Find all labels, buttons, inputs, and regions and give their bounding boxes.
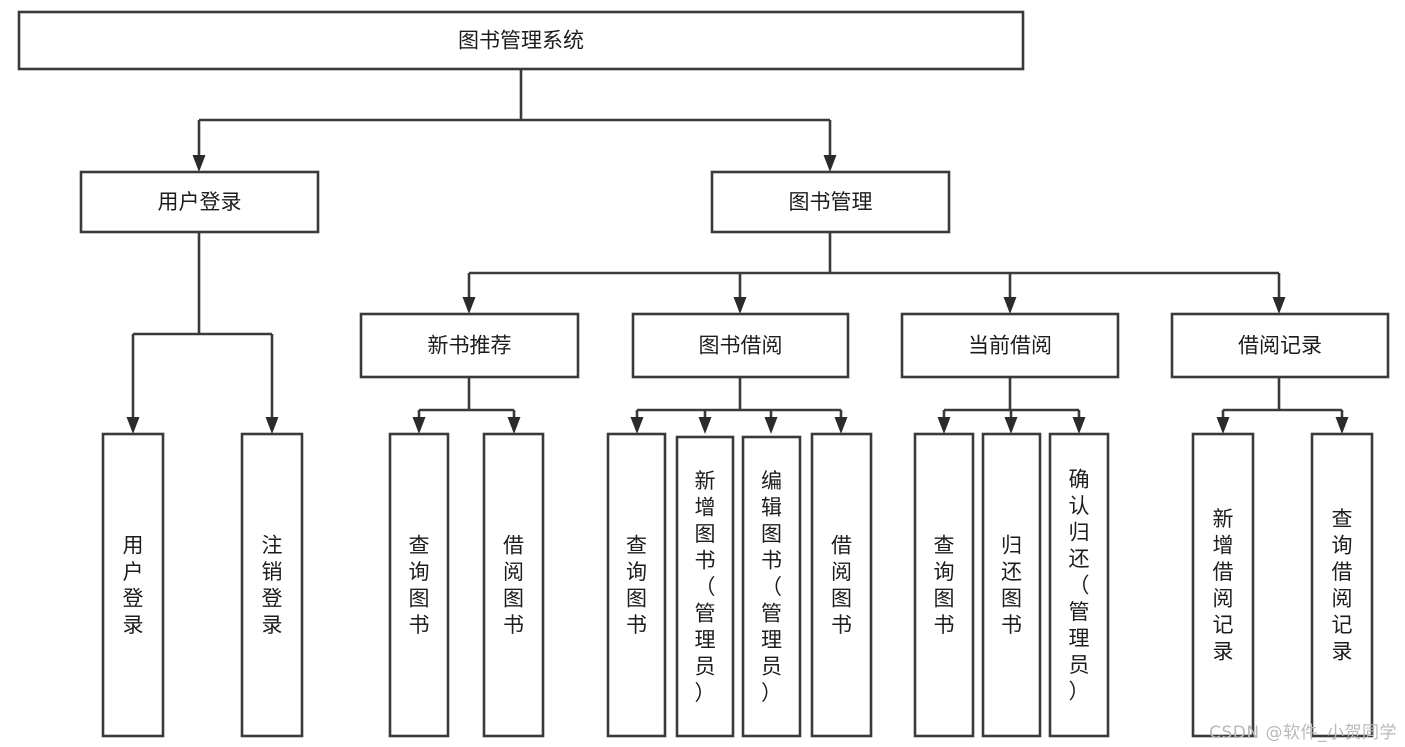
node-box-leaf-query-book-cur[interactable] xyxy=(913,432,975,738)
arrow-head-icon xyxy=(764,417,778,434)
node-box-leaf-borrow-book-rec[interactable] xyxy=(482,432,545,738)
node-box-leaf-return-book[interactable] xyxy=(981,432,1042,738)
arrow-head-icon xyxy=(630,417,644,434)
node-label-leaf-query-book-rec: 查询图书 xyxy=(409,534,430,638)
node-box-leaf-edit-book-admin[interactable] xyxy=(741,435,802,738)
node-label-book-manage: 图书管理 xyxy=(789,190,873,214)
node-leaf-return-book[interactable]: 归还图书 xyxy=(981,432,1042,738)
arrow-head-icon xyxy=(265,417,279,434)
node-label-leaf-query-book-bor: 查询图书 xyxy=(626,534,647,638)
node-box-leaf-add-borrow-record[interactable] xyxy=(1191,432,1255,738)
node-label-leaf-borrow-book-bor: 借阅图书 xyxy=(831,534,852,638)
node-leaf-borrow-book-bor[interactable]: 借阅图书 xyxy=(810,432,873,738)
node-box-leaf-query-book-rec[interactable] xyxy=(388,432,450,738)
arrow-head-icon xyxy=(1004,417,1018,434)
csdn-watermark: CSDN @软件_小贺同学 xyxy=(1209,723,1397,743)
node-box-leaf-query-book-bor[interactable] xyxy=(606,432,667,738)
arrow-head-icon xyxy=(192,155,206,172)
node-leaf-user-logout[interactable]: 注销登录 xyxy=(240,432,304,738)
node-box-current-borrow[interactable] xyxy=(900,312,1120,379)
node-leaf-query-book-cur[interactable]: 查询图书 xyxy=(913,432,975,738)
arrow-head-icon xyxy=(834,417,848,434)
node-label-current-borrow: 当前借阅 xyxy=(968,334,1052,358)
arrow-head-icon xyxy=(1335,417,1349,434)
node-leaf-query-book-bor[interactable]: 查询图书 xyxy=(606,432,667,738)
arrow-head-icon xyxy=(507,417,521,434)
node-leaf-query-book-rec[interactable]: 查询图书 xyxy=(388,432,450,738)
edge-root-to-level1 xyxy=(192,69,837,172)
node-box-new-book-recommend[interactable] xyxy=(359,312,580,379)
node-box-root[interactable] xyxy=(17,10,1025,71)
edge-userlogin-to-leaves xyxy=(126,232,279,434)
node-leaf-add-book-admin[interactable]: 新增图书（管理员） xyxy=(675,435,735,738)
edge-newbook-to-leaves xyxy=(412,377,521,434)
node-leaf-add-borrow-record[interactable]: 新增借阅记录 xyxy=(1191,432,1255,738)
node-box-leaf-add-book-admin[interactable] xyxy=(675,435,735,738)
connector-layer xyxy=(126,69,1349,434)
node-borrow-record[interactable]: 借阅记录 xyxy=(1170,312,1390,379)
arrow-head-icon xyxy=(937,417,951,434)
node-label-leaf-query-borrow-record: 查询借阅记录 xyxy=(1332,507,1353,664)
node-leaf-query-borrow-record[interactable]: 查询借阅记录 xyxy=(1310,432,1374,738)
node-user-login[interactable]: 用户登录 xyxy=(79,170,320,234)
node-box-leaf-borrow-book-bor[interactable] xyxy=(810,432,873,738)
node-layer: 图书管理系统用户登录图书管理新书推荐图书借阅当前借阅借阅记录用户登录注销登录查询… xyxy=(17,10,1390,738)
node-label-leaf-confirm-return-admin: 确认归还（管理员） xyxy=(1069,467,1090,703)
node-box-leaf-user-login[interactable] xyxy=(101,432,165,738)
arrow-head-icon xyxy=(733,297,747,314)
node-box-borrow-record[interactable] xyxy=(1170,312,1390,379)
edge-bookmanage-to-level2 xyxy=(462,232,1286,314)
arrow-head-icon xyxy=(1003,297,1017,314)
node-label-user-login: 用户登录 xyxy=(158,190,242,214)
node-label-leaf-add-book-admin: 新增图书（管理员） xyxy=(695,469,716,705)
node-label-leaf-return-book: 归还图书 xyxy=(1001,534,1022,638)
node-leaf-borrow-book-rec[interactable]: 借阅图书 xyxy=(482,432,545,738)
node-label-leaf-borrow-book-rec: 借阅图书 xyxy=(503,534,524,638)
node-label-book-borrow: 图书借阅 xyxy=(699,334,783,358)
node-box-leaf-query-borrow-record[interactable] xyxy=(1310,432,1374,738)
node-label-leaf-query-book-cur: 查询图书 xyxy=(934,534,955,638)
edge-currentborrow-to-leaves xyxy=(937,377,1086,434)
arrow-head-icon xyxy=(126,417,140,434)
node-leaf-edit-book-admin[interactable]: 编辑图书（管理员） xyxy=(741,435,802,738)
node-label-leaf-edit-book-admin: 编辑图书（管理员） xyxy=(761,469,782,705)
node-label-leaf-user-login: 用户登录 xyxy=(123,534,144,638)
edge-borrowrecord-to-leaves xyxy=(1216,377,1349,434)
node-current-borrow[interactable]: 当前借阅 xyxy=(900,312,1120,379)
node-box-leaf-user-logout[interactable] xyxy=(240,432,304,738)
arrow-head-icon xyxy=(462,297,476,314)
arrow-head-icon xyxy=(823,155,837,172)
node-label-leaf-user-logout: 注销登录 xyxy=(262,534,283,638)
node-box-leaf-confirm-return-admin[interactable] xyxy=(1048,432,1110,738)
arrow-head-icon xyxy=(1272,297,1286,314)
node-leaf-confirm-return-admin[interactable]: 确认归还（管理员） xyxy=(1048,432,1110,738)
node-box-book-borrow[interactable] xyxy=(631,312,850,379)
node-leaf-user-login[interactable]: 用户登录 xyxy=(101,432,165,738)
node-box-book-manage[interactable] xyxy=(710,170,951,234)
node-box-user-login[interactable] xyxy=(79,170,320,234)
node-new-book-recommend[interactable]: 新书推荐 xyxy=(359,312,580,379)
edge-bookborrow-to-leaves xyxy=(630,377,848,434)
node-root[interactable]: 图书管理系统 xyxy=(17,10,1025,71)
arrow-head-icon xyxy=(1072,417,1086,434)
node-book-manage[interactable]: 图书管理 xyxy=(710,170,951,234)
node-label-leaf-add-borrow-record: 新增借阅记录 xyxy=(1213,507,1234,664)
arrow-head-icon xyxy=(1216,417,1230,434)
node-label-new-book-recommend: 新书推荐 xyxy=(428,334,512,358)
arrow-head-icon xyxy=(412,417,426,434)
node-label-borrow-record: 借阅记录 xyxy=(1238,334,1322,358)
node-label-root: 图书管理系统 xyxy=(458,29,584,53)
node-book-borrow[interactable]: 图书借阅 xyxy=(631,312,850,379)
arrow-head-icon xyxy=(698,417,712,434)
